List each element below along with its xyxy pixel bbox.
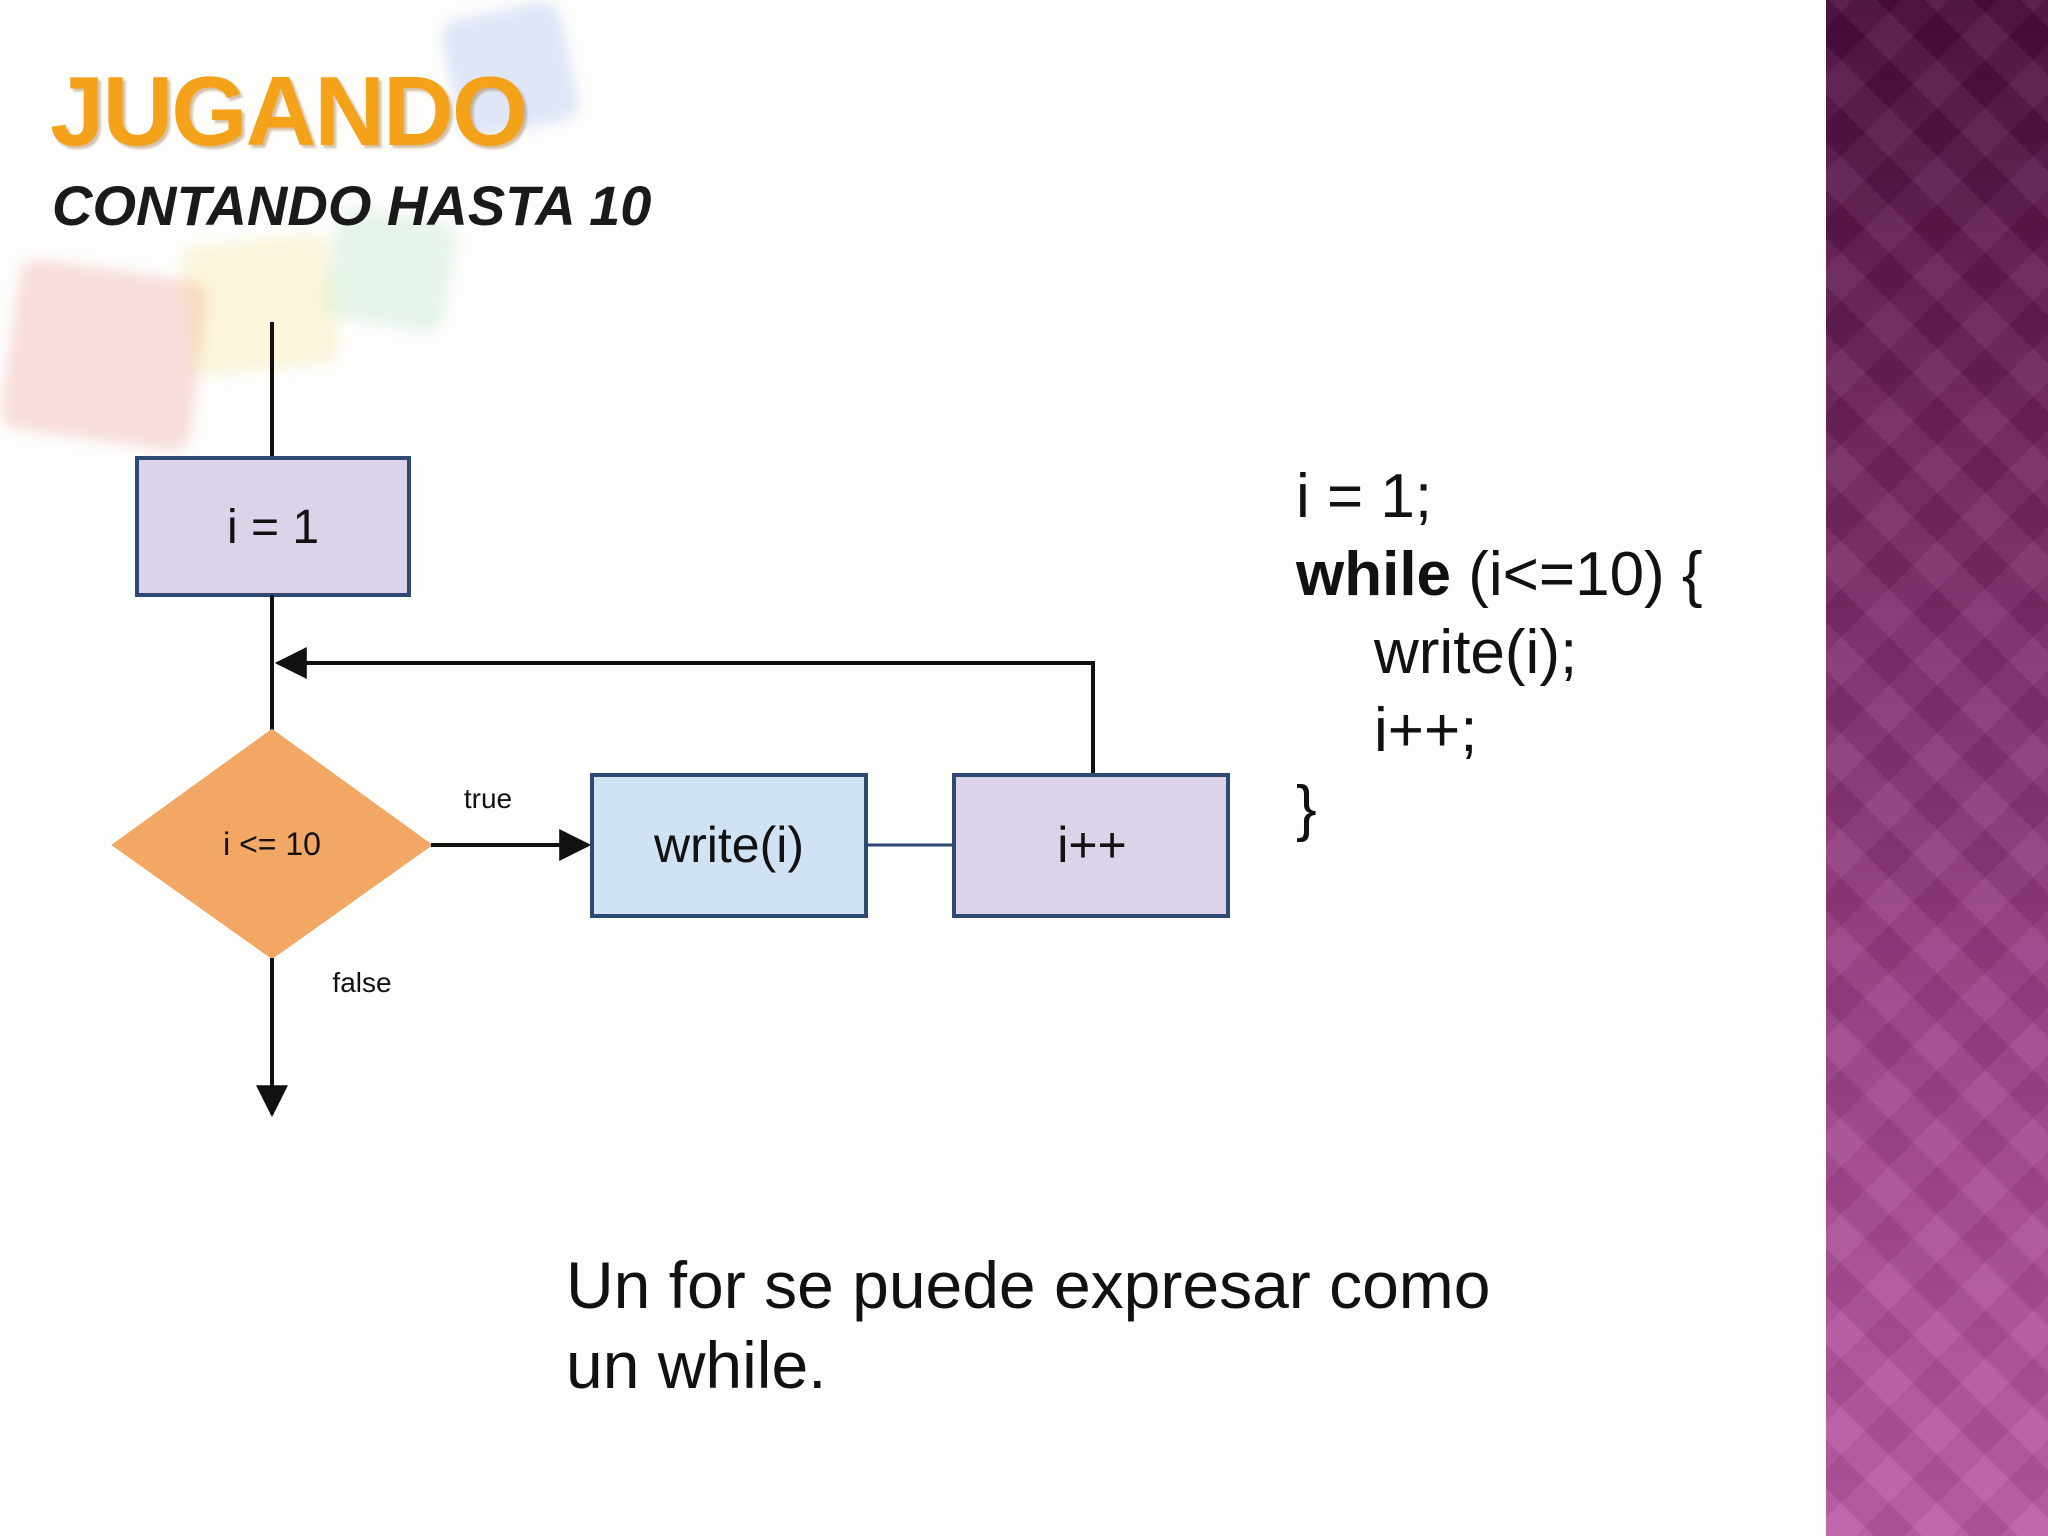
while-keyword: while [1296, 540, 1452, 609]
code-line-close: } [1296, 774, 1317, 843]
init-node: i = 1 [135, 456, 411, 597]
code-line-while: while (i<=10) { [1296, 536, 1703, 614]
caption-line-1: Un for se puede expresar como [566, 1248, 1491, 1322]
condition-node: i <= 10 [111, 728, 433, 960]
code-block: i = 1; while (i<=10) { write(i); i++; } [1296, 458, 1703, 848]
decorative-side-band [1826, 0, 2048, 1536]
condition-node-label: i <= 10 [223, 826, 321, 862]
init-node-label: i = 1 [227, 501, 319, 554]
increment-node: i++ [952, 773, 1230, 918]
write-node: write(i) [590, 773, 868, 918]
false-edge-label: false [332, 967, 391, 998]
code-line-init: i = 1; [1296, 462, 1433, 531]
slide-title: JUGANDO [50, 56, 528, 166]
caption: Un for se puede expresar como un while. [566, 1245, 1666, 1405]
code-line-increment: i++; [1374, 696, 1478, 765]
true-edge-label: true [464, 783, 512, 814]
slide-subtitle: CONTANDO HASTA 10 [52, 174, 652, 237]
write-node-label: write(i) [653, 817, 804, 873]
while-condition: (i<=10) { [1451, 540, 1703, 609]
increment-node-label: i++ [1057, 817, 1127, 873]
loop-back-line [274, 647, 1095, 775]
caption-line-2: un while. [566, 1328, 827, 1402]
code-line-write: write(i); [1374, 618, 1578, 687]
